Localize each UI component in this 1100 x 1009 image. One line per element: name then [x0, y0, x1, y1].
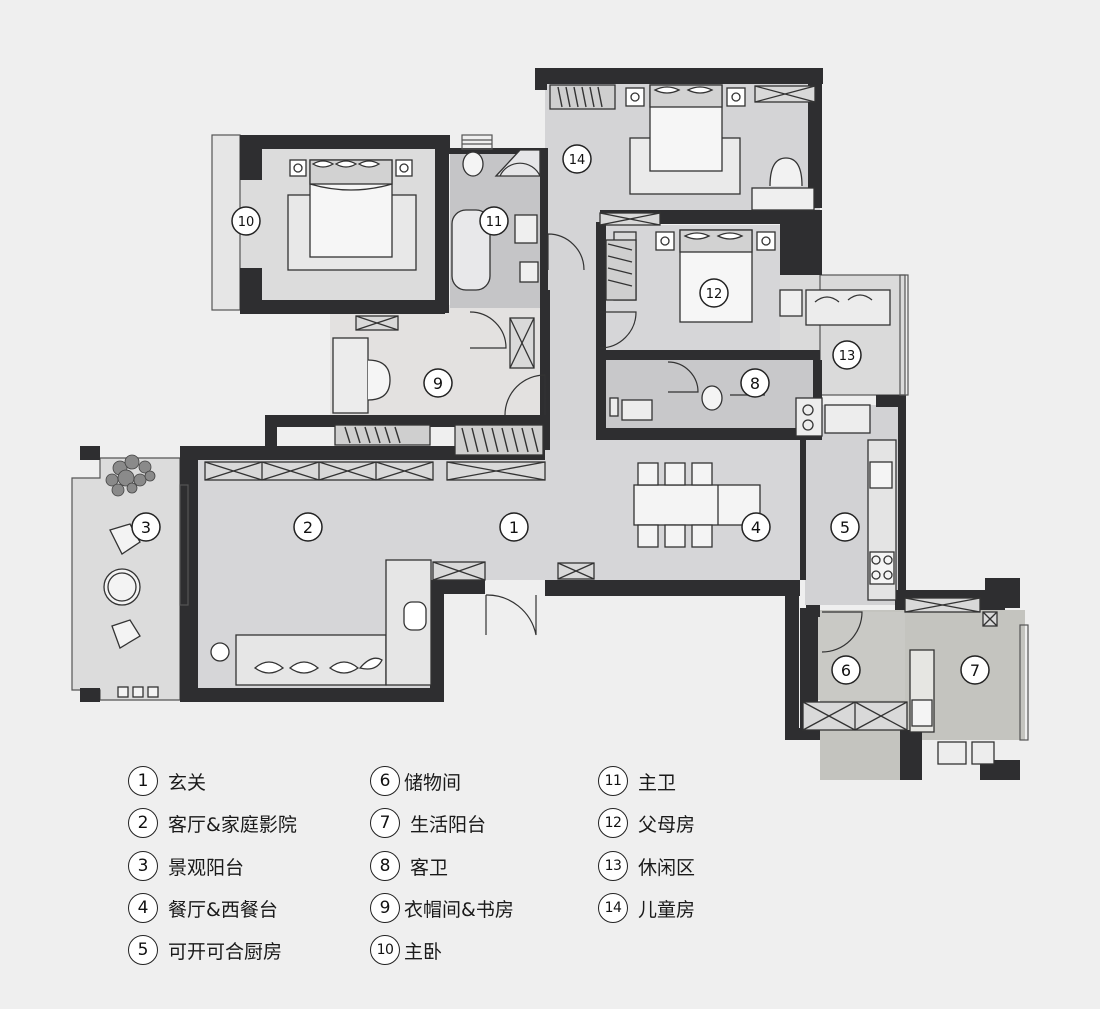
svg-text:9: 9: [433, 374, 443, 393]
legend-number: 12: [598, 808, 628, 838]
legend-number: 1: [128, 766, 158, 796]
legend-label: 餐厅&西餐台: [168, 898, 278, 921]
marker-11: 11: [479, 206, 509, 236]
legend-item-5: 5 可开可合厨房: [128, 933, 282, 967]
legend-number: 10: [370, 935, 400, 965]
legend-number: 13: [598, 851, 628, 881]
balcony-table: [103, 568, 141, 606]
hangers: [344, 86, 633, 453]
legend-number: 3: [128, 851, 158, 881]
legend-number: 7: [370, 808, 400, 838]
svg-text:2: 2: [303, 518, 313, 537]
legend-item-8: 8 客卫: [370, 849, 448, 883]
corridor-floor: [545, 270, 600, 460]
marker-7: 7: [960, 655, 990, 685]
legend-label: 可开可合厨房: [168, 940, 283, 963]
svg-text:11: 11: [486, 215, 503, 230]
legend-label: 客卫: [410, 856, 449, 879]
legend-label: 客厅&家庭影院: [168, 813, 297, 836]
living-sofa: [235, 634, 387, 686]
marker-3: 3: [131, 512, 161, 542]
svg-text:12: 12: [706, 287, 723, 302]
marker-5: 5: [830, 512, 860, 542]
legend-label: 生活阳台: [410, 813, 487, 836]
svg-text:6: 6: [841, 661, 851, 680]
legend-label: 主卧: [404, 940, 443, 963]
legend-number: 8: [370, 851, 400, 881]
marker-13: 13: [832, 340, 862, 370]
legend-label: 玄关: [168, 771, 207, 794]
leisure-frame: [819, 274, 906, 396]
legend-number: 5: [128, 935, 158, 965]
svg-text:3: 3: [141, 518, 151, 537]
legend-number: 6: [370, 766, 400, 796]
legend-item-13: 13 休闲区: [598, 849, 695, 883]
window-frames: [179, 134, 1029, 741]
svg-text:8: 8: [750, 374, 760, 393]
walls: [80, 68, 1020, 780]
marker-1: 1: [499, 512, 529, 542]
legend-item-10: 10 主卧: [370, 933, 442, 967]
marker-4: 4: [741, 512, 771, 542]
marker-10: 10: [231, 206, 261, 236]
legend-label: 景观阳台: [168, 856, 245, 879]
legend-item-2: 2 客厅&家庭影院: [128, 806, 297, 840]
svg-text:7: 7: [970, 661, 980, 680]
legend-item-14: 14 儿童房: [598, 891, 695, 925]
legend-number: 4: [128, 893, 158, 923]
svg-text:14: 14: [569, 153, 586, 168]
storage-left-floor: [815, 612, 905, 700]
marker-12: 12: [699, 278, 729, 308]
legend-item-7: 7 生活阳台: [370, 806, 486, 840]
legend-label: 休闲区: [638, 856, 696, 879]
marker-14: 14: [562, 144, 592, 174]
marker-9: 9: [423, 368, 453, 398]
legend-number: 11: [598, 766, 628, 796]
dining-table: [633, 484, 761, 526]
legend-item-3: 3 景观阳台: [128, 849, 244, 883]
legend-item-6: 6 储物间: [370, 764, 461, 798]
legend-item-1: 1 玄关: [128, 764, 206, 798]
legend-item-9: 9 衣帽间&书房: [370, 891, 514, 925]
legend-label: 主卫: [638, 771, 677, 794]
beds: [287, 84, 815, 323]
legend-label: 父母房: [638, 813, 696, 836]
doors: [469, 162, 863, 653]
svg-text:1: 1: [509, 518, 519, 537]
plant-icon: [105, 454, 156, 497]
legend-number: 14: [598, 893, 628, 923]
legend-item-4: 4 餐厅&西餐台: [128, 891, 278, 925]
legend-label: 衣帽间&书房: [404, 898, 514, 921]
legend-item-12: 12 父母房: [598, 806, 695, 840]
legend-number: 9: [370, 893, 400, 923]
svg-text:4: 4: [751, 518, 761, 537]
svg-text:10: 10: [238, 215, 255, 230]
marker-8: 8: [740, 368, 770, 398]
svg-text:5: 5: [840, 518, 850, 537]
legend-number: 2: [128, 808, 158, 838]
room-markers: 1 2 3 4 5 6 7 8 9 10 11 12 13 14: [131, 144, 990, 685]
marker-6: 6: [831, 655, 861, 685]
study-desk: [332, 337, 369, 414]
marker-2: 2: [293, 512, 323, 542]
leisure-sofa: [805, 289, 891, 326]
legend-item-11: 11 主卫: [598, 764, 676, 798]
legend-label: 儿童房: [638, 898, 696, 921]
legend-label: 储物间: [404, 771, 462, 794]
svg-text:13: 13: [839, 349, 856, 364]
